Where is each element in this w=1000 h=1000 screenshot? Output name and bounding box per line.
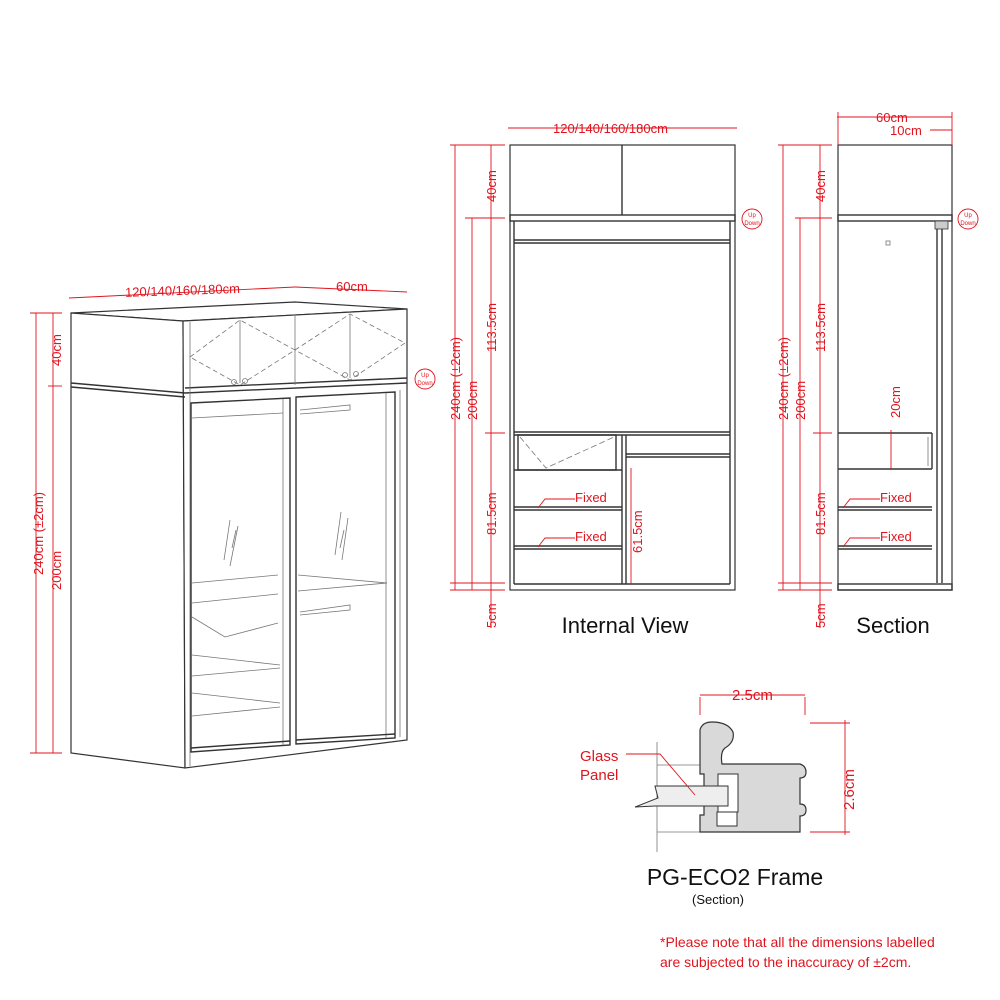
drawer-dimension: 20cm [888,386,903,418]
door-depth-dimension: 10cm [890,123,922,138]
total-height-dimension: 240cm (±2cm) [31,492,46,575]
shelf-label: Fixed [880,490,912,505]
view-title: Section [856,613,929,638]
frame-title: PG-ECO2 Frame [647,864,823,890]
sliding-door-right[interactable] [295,391,396,745]
svg-text:Up: Up [421,373,429,379]
total-height-dimension: 240cm (±2cm) [448,337,463,420]
note-line: are subjected to the inaccuracy of ±2cm. [660,954,912,970]
body-height-dimension: 200cm [793,381,808,420]
frame-detail: 2.5cm 2.6cm Glass Panel PG-ECO2 Frame (S… [580,687,858,907]
plinth-dimension: 5cm [484,603,499,628]
frame-profile [699,721,807,833]
section-view: 60cm 10cm 40cm 240cm (±2cm) 200cm 113.5c… [776,110,979,638]
glass-panel-label: Glass [580,748,618,765]
svg-text:Down: Down [417,381,432,387]
frame-width-dimension: 2.5cm [732,687,773,704]
lift-badge: Up Down [414,368,436,390]
svg-text:Down: Down [744,221,759,227]
view-title: Internal View [562,613,689,638]
depth-dimension: 60cm [876,110,908,125]
glass-panel-label: Panel [580,767,618,784]
shelf-label: Fixed [880,529,912,544]
lift-badge: Up Down [957,208,979,230]
upper-section-dimension: 113.5cm [484,303,499,352]
width-dimension: 120/140/160/180cm [125,281,240,300]
total-height-dimension: 240cm (±2cm) [776,337,791,420]
body-height-dimension: 200cm [49,551,64,590]
top-height-dimension: 40cm [49,334,64,366]
dimension-note: *Please note that all the dimensions lab… [660,932,935,972]
shelf-label: Fixed [575,529,607,544]
side-face [70,312,186,769]
front-face [182,308,408,769]
lower-section-dimension: 81.5cm [813,492,828,535]
svg-text:Up: Up [964,213,972,219]
lower-section-dimension: 81.5cm [484,492,499,535]
width-dimension: 120/140/160/180cm [553,121,668,136]
frame-height-dimension: 2.6cm [841,769,858,810]
shelf-label: Fixed [575,490,607,505]
body-height-dimension: 200cm [465,381,480,420]
lift-badge: Up Down [741,208,763,230]
hanging-dimension: 61.5cm [630,510,645,553]
sliding-door-left[interactable] [190,397,291,753]
glass-panel [634,785,729,808]
plinth-dimension: 5cm [813,603,828,628]
top-height-dimension: 40cm [813,170,828,202]
depth-dimension: 60cm [336,279,368,294]
note-line: *Please note that all the dimensions lab… [660,934,935,950]
upper-section-dimension: 113.5cm [813,303,828,352]
perspective-view: 120/140/160/180cm 60cm 40cm 240cm (±2cm)… [30,279,436,769]
internal-view: 120/140/160/180cm 40cm 240cm (±2cm) 200c… [448,121,763,638]
top-height-dimension: 40cm [484,170,499,202]
frame-subtitle: (Section) [692,892,744,907]
svg-text:Up: Up [748,213,756,219]
svg-text:Down: Down [960,221,975,227]
